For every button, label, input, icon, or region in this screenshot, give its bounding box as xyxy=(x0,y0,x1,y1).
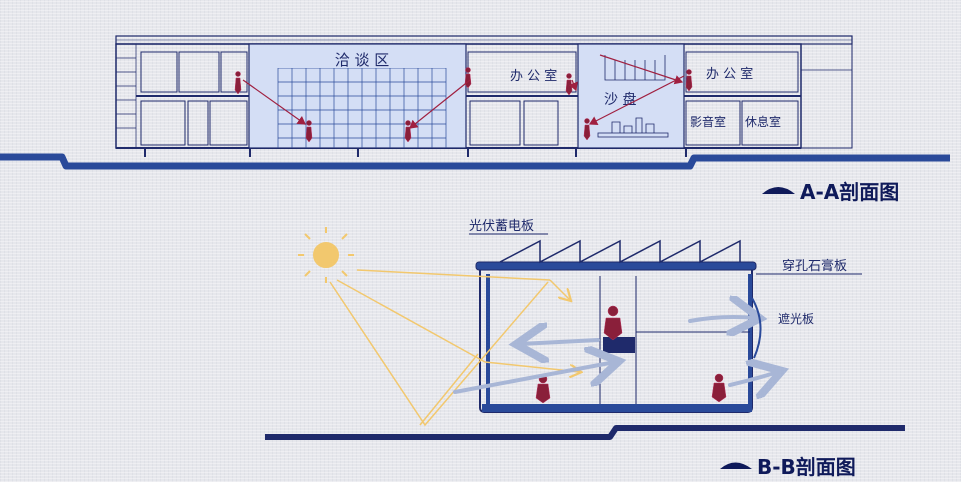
bb-perforated-gypsum-label: 穿孔石膏板 xyxy=(782,258,847,274)
aa-occupant-figures xyxy=(234,67,693,143)
aa-right-annex xyxy=(800,43,853,149)
aa-curtain-wall-grid xyxy=(277,67,447,148)
bb-louver xyxy=(751,297,762,359)
section-bb: 光伏蓄电板 穿孔石膏板 遮光板 B-B剖面图 xyxy=(265,219,905,479)
aa-sightline-arrows xyxy=(242,54,685,129)
bb-pv-panels xyxy=(499,239,741,264)
aa-office-left-block xyxy=(467,51,577,146)
section-aa: 洽 谈 区 办 公 室 沙 盘 办 公 室 影音室 休息室 xyxy=(0,35,950,204)
aa-cabinets xyxy=(140,51,248,146)
bb-ground-line xyxy=(265,425,905,440)
bb-title-marker xyxy=(720,462,752,469)
aa-ground-line xyxy=(0,153,950,170)
aa-columns xyxy=(144,148,687,157)
bb-pv-panel-label: 光伏蓄电板 xyxy=(469,219,534,234)
aa-sandtable-label: 沙 盘 xyxy=(604,91,636,108)
sun-icon xyxy=(298,227,354,283)
aa-office-left-label: 办 公 室 xyxy=(510,68,557,84)
aa-av-room-label: 影音室 xyxy=(690,114,726,129)
bb-floor-slab xyxy=(482,404,752,412)
aa-negotiation-label: 洽 谈 区 xyxy=(335,51,390,69)
aa-title-marker xyxy=(762,187,795,194)
aa-lounge-label: 休息室 xyxy=(745,114,781,129)
bb-louver-label: 遮光板 xyxy=(778,311,814,326)
bb-section-title: B-B剖面图 xyxy=(757,455,856,479)
bb-occupant-figures xyxy=(535,305,727,404)
bb-roof-slab xyxy=(475,261,757,271)
aa-office-right-label: 办 公 室 xyxy=(706,66,753,82)
aa-sandtable-zone xyxy=(577,43,685,149)
aa-office-right-block xyxy=(685,51,799,146)
aa-sandtable-model xyxy=(597,55,669,138)
aa-section-title: A-A剖面图 xyxy=(800,180,899,204)
bb-airflow-arrows xyxy=(453,317,778,392)
bb-desk xyxy=(603,337,635,353)
aa-stair-block xyxy=(115,43,137,149)
